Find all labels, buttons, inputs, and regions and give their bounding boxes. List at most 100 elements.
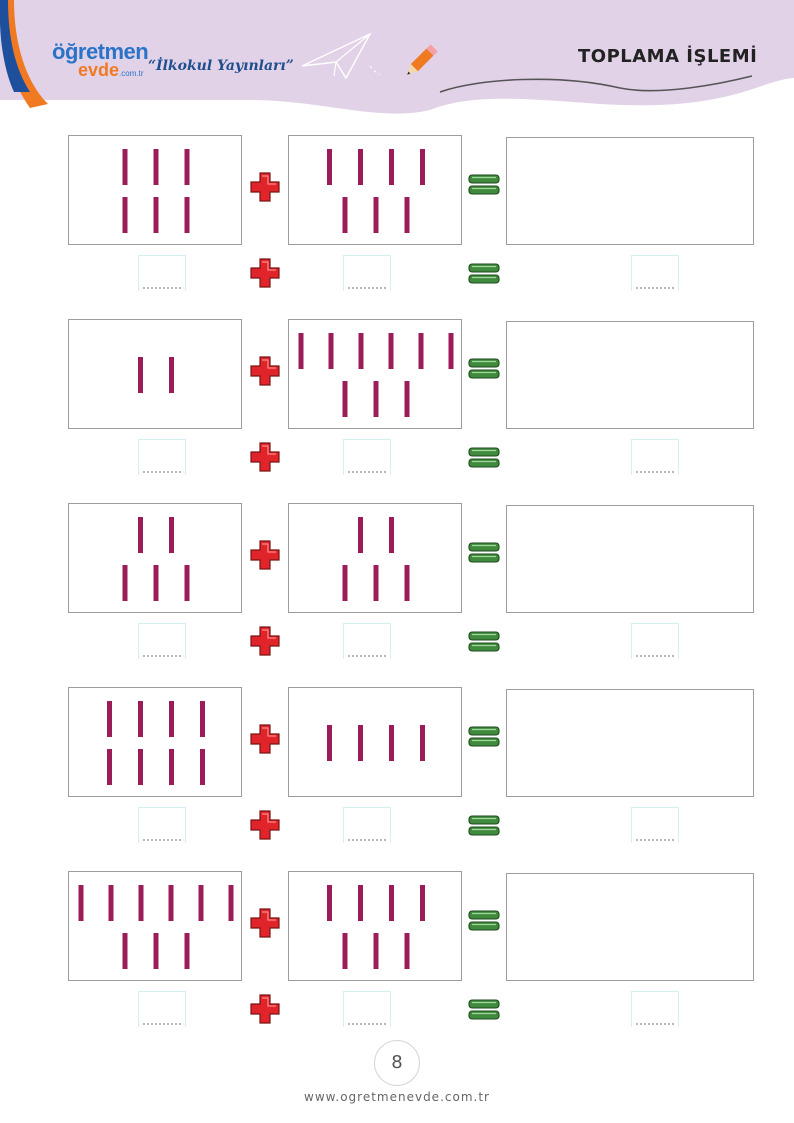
equals-sign-icon [468,447,500,468]
dotted-line [348,655,386,657]
stick-group [298,333,454,417]
website-footer: www.ogretmenevde.com.tr [304,1090,490,1104]
logo-text-top: öğretmen [52,39,149,64]
header-background [0,0,794,114]
counting-stick [389,885,394,921]
second-addend-box [288,687,462,797]
counting-stick [169,517,174,553]
equals-sign-icon [468,263,500,284]
counting-stick [342,565,348,601]
page-title: TOPLAMA İŞLEMİ [578,46,758,67]
pencil-icon [407,44,438,75]
counting-stick [327,149,332,185]
answer-blank[interactable] [631,807,679,843]
stick-group [327,149,425,233]
dotted-line [636,287,674,289]
counting-stick [184,565,190,601]
dotted-line [348,287,386,289]
counting-stick [138,749,143,785]
counting-stick [358,517,363,553]
logo-text-bottom: evde [78,60,120,80]
result-drawing-box[interactable] [506,689,754,797]
plus-sign-icon [250,442,280,472]
counting-stick [200,701,205,737]
logo[interactable]: öğretmen evde.com.tr [52,39,149,82]
counting-stick [358,885,363,921]
counting-stick [153,933,159,969]
counting-stick [342,381,348,417]
counting-stick [388,333,394,369]
plus-sign-icon [250,172,280,202]
page-number: 8 [374,1040,420,1086]
counting-stick [404,197,410,233]
counting-stick [153,197,159,233]
counting-stick [169,357,174,393]
first-addend-box [68,503,242,613]
answer-blank[interactable] [138,255,186,291]
stick-group [122,517,190,601]
counting-stick [418,333,424,369]
counting-stick [342,933,348,969]
result-drawing-box[interactable] [506,873,754,981]
counting-stick [153,565,159,601]
paper-plane-icon [301,32,380,80]
answer-blank[interactable] [138,623,186,659]
dotted-line [348,839,386,841]
counting-stick [420,149,425,185]
plus-sign-icon [250,626,280,656]
counting-stick [107,749,112,785]
answer-blank[interactable] [343,623,391,659]
equals-sign-icon [468,631,500,652]
answer-blank[interactable] [138,439,186,475]
answer-blank[interactable] [138,991,186,1027]
counting-stick [168,885,174,921]
equals-sign-icon [468,358,500,379]
equals-sign-icon [468,910,500,931]
counting-stick [448,333,454,369]
counting-stick [327,725,332,761]
exercise-row [0,0,794,291]
answer-blank[interactable] [138,807,186,843]
plus-sign-icon [250,356,280,386]
dotted-line [143,1023,181,1025]
second-addend-box [288,135,462,245]
counting-stick [420,725,425,761]
counting-stick [358,149,363,185]
first-addend-box [68,687,242,797]
counting-stick [153,149,159,185]
plus-sign-icon [250,724,280,754]
answer-blank[interactable] [343,255,391,291]
result-drawing-box[interactable] [506,321,754,429]
result-drawing-box[interactable] [506,137,754,245]
counting-stick [78,885,84,921]
answer-blank[interactable] [343,807,391,843]
stick-group [107,701,205,785]
equals-sign-icon [468,174,500,195]
counting-stick [138,885,144,921]
stick-group [78,885,234,969]
counting-stick [184,197,190,233]
tagline: “İlkokul Yayınları” [148,58,294,74]
stick-group [138,357,174,393]
answer-blank[interactable] [343,439,391,475]
answer-blank[interactable] [631,623,679,659]
second-addend-box [288,871,462,981]
result-drawing-box[interactable] [506,505,754,613]
counting-stick [122,565,128,601]
answer-blank[interactable] [343,991,391,1027]
first-addend-box [68,871,242,981]
answer-blank[interactable] [631,439,679,475]
counting-stick [389,149,394,185]
equals-sign-icon [468,726,500,747]
plus-sign-icon [250,908,280,938]
plus-sign-icon [250,258,280,288]
answer-blank[interactable] [631,991,679,1027]
equals-sign-icon [468,999,500,1020]
dotted-line [143,471,181,473]
answer-blank[interactable] [631,255,679,291]
counting-stick [228,885,234,921]
first-addend-box [68,319,242,429]
counting-stick [298,333,304,369]
exercise-row [0,0,794,475]
dotted-line [143,655,181,657]
